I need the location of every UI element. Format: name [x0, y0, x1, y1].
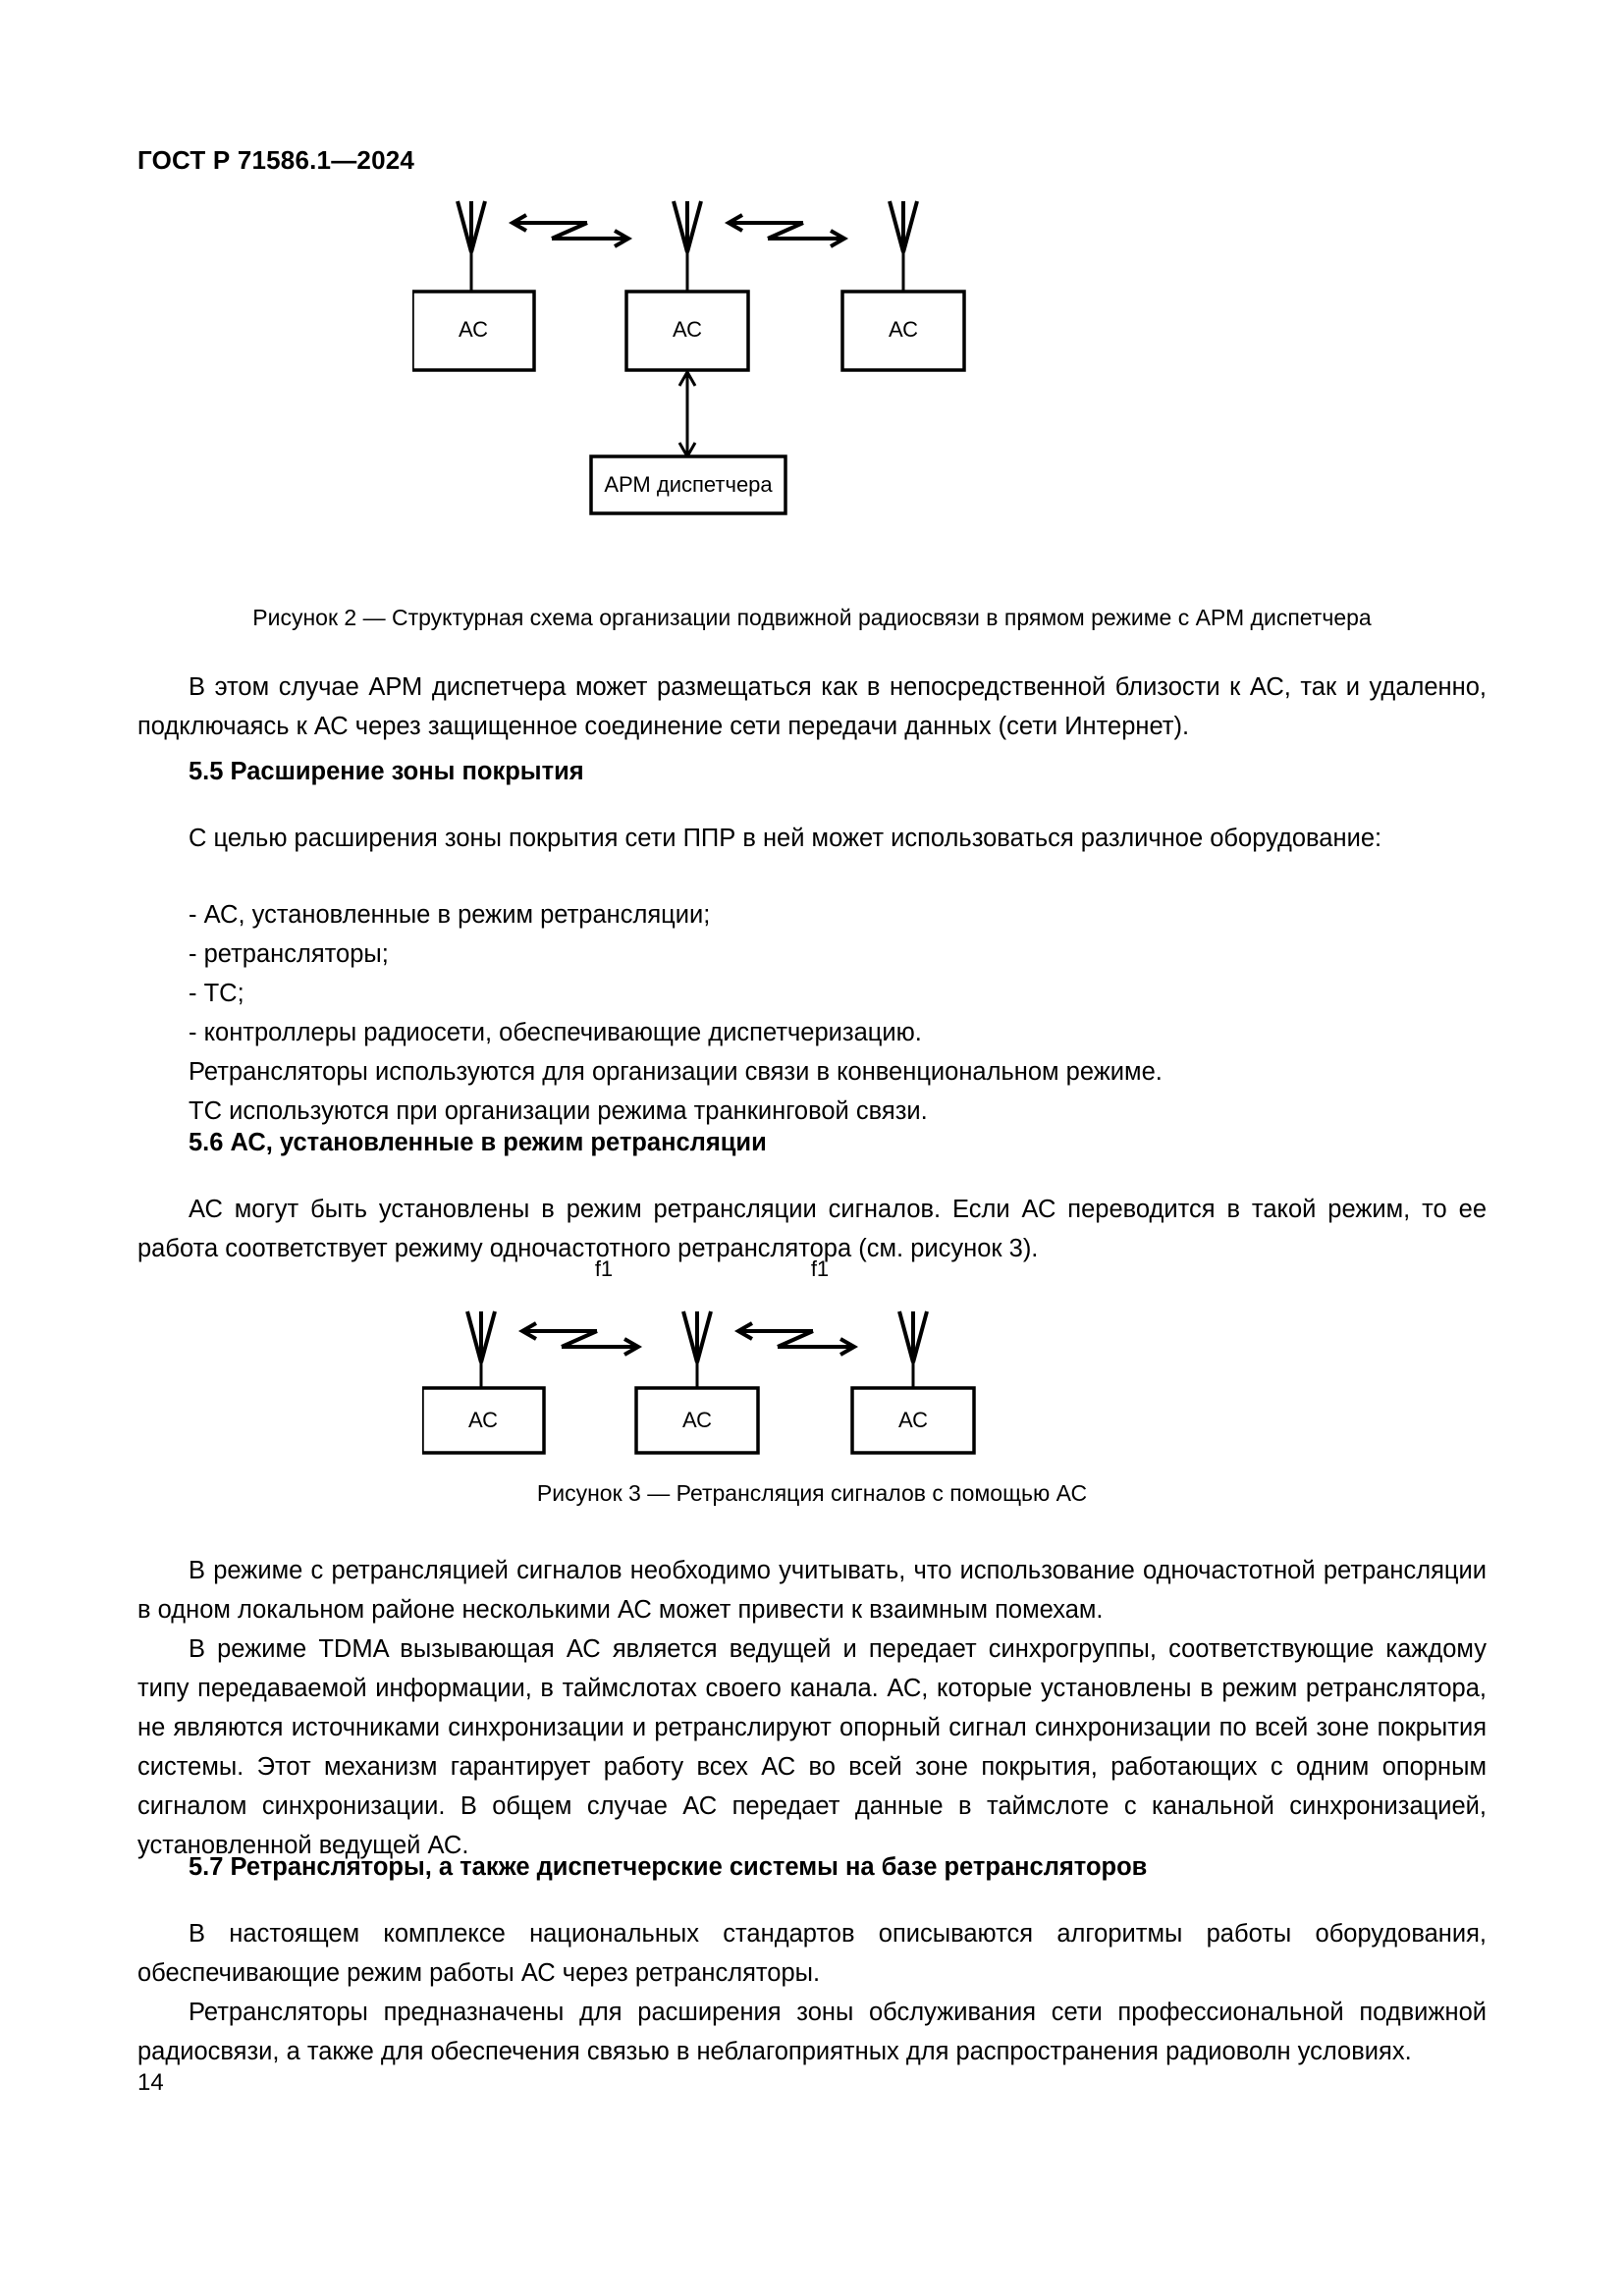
list-item: - АС, установленные в режим ретрансляции… [189, 901, 711, 929]
section-5-6: 5.6 АС, установленные в режим ретрансляц… [137, 1123, 1487, 1162]
node-box-ac-3: АС [850, 1386, 976, 1455]
section-5-7-paragraph-1: В настоящем комплексе национальных станд… [137, 1920, 1487, 1987]
section-5-7-body: В настоящем комплексе национальных станд… [137, 1914, 1487, 2071]
section-5-7-heading: 5.7 Ретрансляторы, а также диспетчерские… [189, 1853, 1148, 1881]
node-box-dispatcher: АРМ диспетчера [589, 454, 787, 515]
section-5-5-heading: 5.5 Расширение зоны покрытия [189, 758, 584, 785]
node-box-ac-1: АС [422, 1386, 546, 1455]
node-label-ac-3: АС [889, 317, 918, 342]
page-number: 14 [137, 2069, 164, 2096]
node-label-ac-1: АС [468, 1408, 498, 1432]
antenna-icon-3 [897, 1310, 929, 1388]
node-label-dispatcher: АРМ диспетчера [604, 472, 773, 497]
node-label-ac-1: АС [459, 317, 488, 342]
document-header: ГОСТ Р 71586.1—2024 [137, 145, 415, 175]
section-5-5-intro-wrap: С целью расширения зоны покрытия сети ПП… [137, 819, 1487, 858]
node-box-ac-1: АС [412, 290, 536, 372]
freq-label-1: f1 [595, 1256, 613, 1281]
section-5-6-paragraph: АС могут быть установлены в режим ретран… [137, 1196, 1487, 1262]
dispatcher-connector-arrow [677, 368, 697, 460]
section-5-6-body: АС могут быть установлены в режим ретран… [137, 1190, 1487, 1268]
section-5-7-paragraph-2: Ретрансляторы предназначены для расширен… [137, 1999, 1487, 2065]
node-label-ac-3: АС [898, 1408, 928, 1432]
figure-2-svg: АС АС АС АРМ диспетчера [412, 200, 966, 515]
antenna-icon-2 [681, 1310, 713, 1388]
radio-link-2-3 [733, 1321, 859, 1357]
node-label-ac-2: АС [682, 1408, 712, 1432]
node-box-ac-2: АС [634, 1386, 760, 1455]
section-5-7: 5.7 Ретрансляторы, а также диспетчерские… [137, 1847, 1487, 1887]
list-item: - ретрансляторы; [189, 940, 389, 968]
antenna-icon-1 [456, 200, 487, 292]
section-5-5-list: - АС, установленные в режим ретрансляции… [137, 895, 1487, 1131]
figure-3-svg: f1 f1 [422, 1256, 976, 1455]
node-box-ac-3: АС [840, 290, 966, 372]
antenna-icon-2 [672, 200, 703, 292]
figure-3-caption: Рисунок 3 — Ретрансляция сигналов с помо… [536, 1480, 1088, 1506]
radio-link-1-2 [517, 1321, 643, 1357]
list-item: - контроллеры радиосети, обеспечивающие … [189, 1019, 922, 1046]
section-5-5-after-list-line-1: Ретрансляторы используются для организац… [189, 1058, 1163, 1086]
radio-link-1-2 [508, 213, 633, 248]
paragraph-after-figure-3-1: В режиме с ретрансляцией сигналов необхо… [137, 1557, 1487, 1624]
section-5-5: 5.5 Расширение зоны покрытия [137, 752, 1487, 791]
text-block-after-figure-3: В режиме с ретрансляцией сигналов необхо… [137, 1551, 1487, 1865]
figure-2-caption: Рисунок 2 — Структурная схема организаци… [252, 605, 1372, 630]
figure-2-diagram: АС АС АС АРМ диспетчера [412, 191, 1218, 584]
list-item: - ТС; [189, 980, 244, 1007]
node-label-ac-2: АС [673, 317, 702, 342]
node-box-ac-2: АС [624, 290, 750, 372]
section-5-5-after-list-line-2: ТС используются при организации режима т… [189, 1097, 928, 1125]
radio-link-2-3 [724, 213, 849, 248]
figure-3-diagram: f1 f1 [422, 1255, 1227, 1470]
antenna-icon-3 [888, 200, 919, 292]
section-5-5-intro: С целью расширения зоны покрытия сети ПП… [189, 825, 1382, 852]
antenna-icon-1 [465, 1310, 497, 1388]
freq-label-2: f1 [811, 1256, 829, 1281]
text-block-after-figure-2: В этом случае АРМ диспетчера может разме… [137, 667, 1487, 746]
paragraph-after-figure-2: В этом случае АРМ диспетчера может разме… [137, 673, 1487, 740]
section-5-6-heading: 5.6 АС, установленные в режим ретрансляц… [189, 1129, 767, 1156]
paragraph-after-figure-3-2: В режиме TDMA вызывающая АС является вед… [137, 1635, 1487, 1859]
